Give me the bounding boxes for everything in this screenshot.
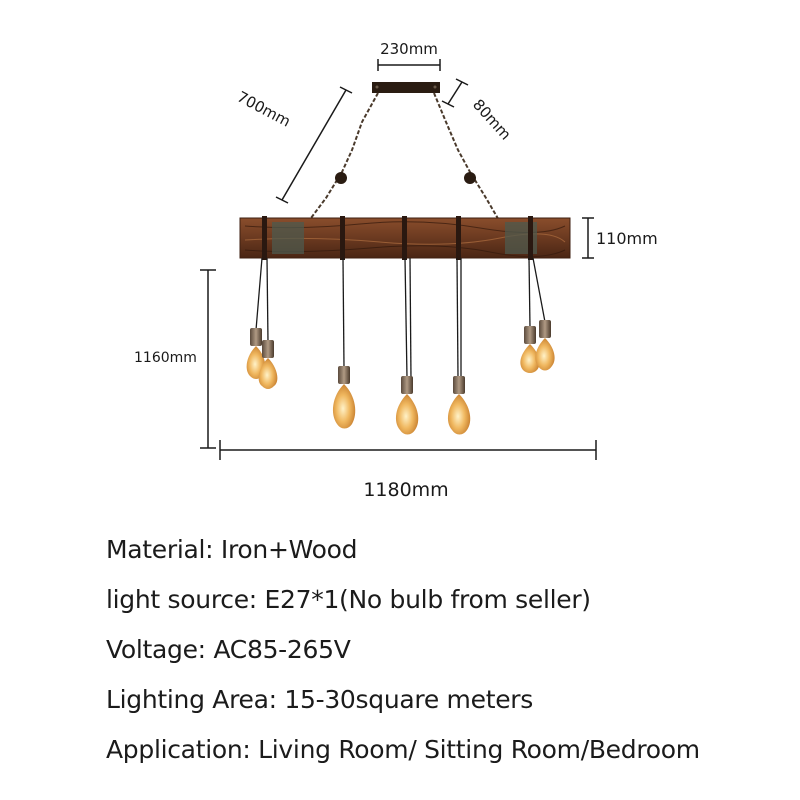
pendant-cords — [255, 257, 546, 381]
spec-material: Material: Iron+Wood — [106, 535, 358, 564]
spec-light-source: light source: E27*1(No bulb from seller) — [106, 585, 591, 614]
wooden-beam — [239, 216, 571, 260]
total-width-dimension: 1180mm — [219, 440, 597, 500]
bulb-2 — [258, 340, 278, 389]
bulb-7 — [535, 320, 555, 371]
chain-weight-left — [335, 172, 347, 184]
canopy-depth-dimension: 80mm — [441, 78, 515, 144]
total-height-dimension: 1160mm — [134, 269, 216, 449]
bulb-3 — [332, 366, 356, 429]
spec-lighting-area: Lighting Area: 15-30square meters — [106, 685, 533, 714]
total-height-label: 1160mm — [134, 350, 197, 366]
canopy-width-label: 230mm — [380, 40, 438, 58]
hanging-chains — [307, 92, 501, 223]
chain-weight-right — [464, 172, 476, 184]
canopy-width-dimension: 230mm — [377, 40, 441, 71]
bulb-6 — [520, 326, 540, 373]
chandelier-dimension-diagram: 230mm 80mm 700mm — [134, 40, 658, 500]
bulb-5 — [447, 376, 471, 435]
spec-application: Application: Living Room/ Sitting Room/B… — [106, 735, 700, 764]
spec-voltage: Voltage: AC85-265V — [106, 635, 351, 664]
total-width-label: 1180mm — [363, 479, 448, 500]
chain-length-label: 700mm — [234, 88, 294, 131]
canopy-depth-label: 80mm — [469, 96, 515, 144]
bulb-4 — [395, 376, 419, 435]
beam-height-dimension: 110mm — [582, 217, 658, 259]
beam-height-label: 110mm — [596, 229, 658, 248]
ceiling-canopy — [372, 82, 440, 93]
